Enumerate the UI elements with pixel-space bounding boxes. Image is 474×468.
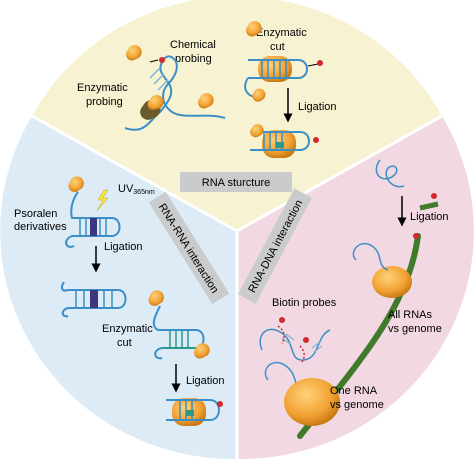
protein-icon <box>250 124 264 138</box>
probing-rna-stem <box>149 67 169 91</box>
cut-rna <box>152 305 205 360</box>
stem-loop-rungs <box>261 60 287 78</box>
protein-icon <box>197 93 214 109</box>
ligation-right-label: Ligation <box>410 211 449 223</box>
ligation-left-2-label: Ligation <box>186 375 225 387</box>
ligated-duplex <box>60 281 127 318</box>
protein-icon <box>284 378 340 426</box>
enzymatic-cut-top-label: Enzymatic cut <box>256 27 310 53</box>
dashed-probe <box>277 325 285 345</box>
biotin-dot-icon <box>317 60 323 66</box>
ligated-duplex-rungs <box>75 290 113 308</box>
structure-section-label: RNA sturcture <box>202 177 270 189</box>
rna-strand-top <box>65 191 121 248</box>
biotin-probes-label: Biotin probes <box>272 297 337 309</box>
ligation-left-1-label: Ligation <box>104 241 143 253</box>
biotin-dot-icon <box>279 317 285 323</box>
biotin-dot-icon <box>313 137 319 143</box>
enzymatic-cut-left-label: Enzymatic cut <box>102 323 156 349</box>
psoralen-label: Psoralen derivatives <box>14 208 67 233</box>
psoralen-crosslink <box>90 290 98 308</box>
protein-icon <box>193 343 210 359</box>
protein-icon <box>372 266 412 298</box>
protein-icon <box>258 56 292 82</box>
cut-rna-rungs <box>169 330 189 348</box>
green-ligation-mark <box>276 142 284 148</box>
divider-right <box>236 114 443 233</box>
green-dna-fragment <box>419 201 439 211</box>
chemical-probing-label: Chemical probing <box>170 39 219 65</box>
protein-icon <box>252 88 266 102</box>
protein-icon <box>148 290 164 307</box>
protein-icon <box>125 45 142 61</box>
rna-dna-section: RNA-DNA interaction Ligation All RNAs vs… <box>238 159 449 439</box>
protein-icon <box>245 21 262 37</box>
probe-stick <box>307 63 319 67</box>
final-rna <box>166 399 220 421</box>
psoralen-crosslink <box>90 218 97 236</box>
structure-section-box <box>180 172 292 192</box>
green-ligation-mark <box>186 410 194 416</box>
sector-rna-rna <box>0 116 238 460</box>
enzymatic-probing-label: Enzymatic probing <box>77 82 131 108</box>
ligated-rungs <box>263 132 283 150</box>
dashed-probe <box>299 345 305 363</box>
protein-icon <box>68 176 84 193</box>
biotin-probe-rna <box>259 328 331 361</box>
uv-label: UV365nm <box>118 183 155 196</box>
biotin-dot-icon <box>431 193 437 199</box>
one-rna-label: One RNA vs genome <box>330 385 384 411</box>
ligation-top-label: Ligation <box>298 101 337 113</box>
ligated-rna <box>250 131 310 151</box>
all-rnas-label: All RNAs vs genome <box>388 309 442 335</box>
biotin-probe-rungs <box>281 333 323 353</box>
chemical-probe-stick <box>149 59 159 63</box>
biotin-dot-icon <box>217 401 223 407</box>
protein-icon <box>147 95 164 110</box>
probing-rna-strand <box>124 55 226 131</box>
biotin-dot-icon <box>413 233 419 239</box>
stem-loop-rna <box>248 59 308 79</box>
biotin-dot-icon <box>159 57 165 63</box>
lightning-bolt-icon <box>96 189 109 212</box>
duplex-rungs <box>79 218 107 236</box>
biotin-dot-icon <box>303 337 309 343</box>
structure-section: Chemical probing Enzymatic probing Enzym… <box>77 21 337 192</box>
divider-left <box>31 114 238 233</box>
rna-squiggle <box>375 159 405 188</box>
rna-loop <box>352 242 389 271</box>
